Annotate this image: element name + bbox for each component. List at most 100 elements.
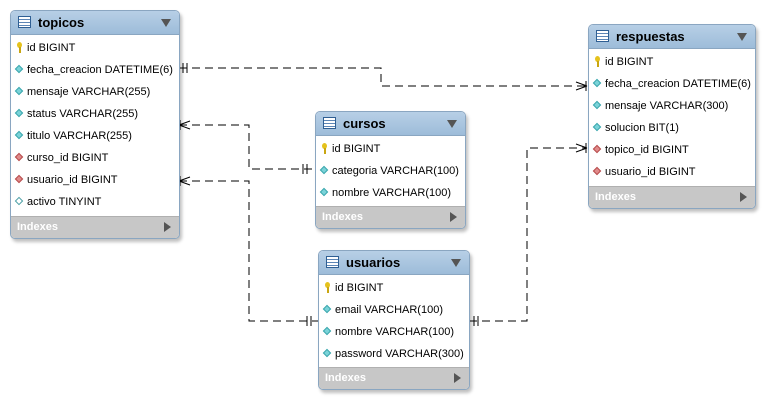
column-diamond-icon xyxy=(322,304,332,314)
table-icon xyxy=(596,30,609,42)
column-text: id BIGINT xyxy=(27,42,76,54)
column-row[interactable]: usuario_id BIGINT xyxy=(589,161,755,183)
column-text: status VARCHAR(255) xyxy=(27,108,139,120)
column-text: usuario_id BIGINT xyxy=(605,166,696,178)
column-text: solucion BIT(1) xyxy=(605,122,679,134)
indexes-section[interactable]: Indexes xyxy=(316,206,465,228)
column-diamond-icon xyxy=(319,187,329,197)
column-row[interactable]: id BIGINT xyxy=(316,138,465,160)
indexes-section[interactable]: Indexes xyxy=(589,186,755,208)
column-row[interactable]: fecha_creacion DATETIME(6) xyxy=(11,59,179,81)
collapse-arrow-icon[interactable] xyxy=(161,19,171,27)
column-diamond-icon xyxy=(592,100,602,110)
table-icon xyxy=(18,16,31,28)
column-text: mensaje VARCHAR(255) xyxy=(27,86,151,98)
table-header[interactable]: respuestas xyxy=(589,25,755,49)
table-header[interactable]: topicos xyxy=(11,11,179,35)
primary-key-icon xyxy=(17,42,22,53)
column-list: id BIGINT email VARCHAR(100)nombre VARCHA… xyxy=(319,275,469,365)
table-header[interactable]: cursos xyxy=(316,112,465,136)
nullable-column-diamond-icon xyxy=(14,196,24,206)
table-topicos[interactable]: topicos id BIGINT fecha_creacion DATETIME… xyxy=(10,10,180,239)
column-list: id BIGINT fecha_creacion DATETIME(6) mensa… xyxy=(11,35,179,213)
column-row[interactable]: mensaje VARCHAR(255) xyxy=(11,81,179,103)
column-diamond-icon xyxy=(14,86,24,96)
collapse-arrow-icon[interactable] xyxy=(737,33,747,41)
column-row[interactable]: categoria VARCHAR(100) xyxy=(316,160,465,182)
expand-arrow-icon[interactable] xyxy=(450,212,457,222)
column-row[interactable]: topico_id BIGINT xyxy=(589,139,755,161)
relationship-topicos-usuarios[interactable] xyxy=(178,176,318,326)
indexes-section[interactable]: Indexes xyxy=(11,216,179,238)
table-cursos[interactable]: cursos id BIGINT categoria VARCHAR(100) no… xyxy=(315,111,466,229)
column-list: id BIGINT fecha_creacion DATETIME(6) mensa… xyxy=(589,49,755,183)
column-text: id BIGINT xyxy=(335,282,384,294)
column-text: password VARCHAR(300) xyxy=(335,348,464,360)
crow-foot-many-marker xyxy=(575,143,588,153)
column-text: nombre VARCHAR(100) xyxy=(332,187,452,199)
column-row[interactable]: curso_id BIGINT xyxy=(11,147,179,169)
relationship-topicos-cursos[interactable] xyxy=(178,120,314,174)
table-icon xyxy=(326,256,339,268)
expand-arrow-icon[interactable] xyxy=(454,373,461,383)
table-usuarios[interactable]: usuarios id BIGINT email VARCHAR(100)nomb… xyxy=(318,250,470,390)
foreign-key-diamond-icon xyxy=(14,174,24,184)
column-row[interactable]: status VARCHAR(255) xyxy=(11,103,179,125)
column-text: curso_id BIGINT xyxy=(27,152,109,164)
primary-key-icon xyxy=(595,56,600,67)
column-diamond-icon xyxy=(322,326,332,336)
indexes-label: Indexes xyxy=(325,372,366,384)
foreign-key-diamond-icon xyxy=(592,144,602,154)
table-respuestas[interactable]: respuestas id BIGINT fecha_creacion DATET… xyxy=(588,24,756,209)
column-row[interactable]: nombre VARCHAR(100) xyxy=(316,182,465,204)
column-text: fecha_creacion DATETIME(6) xyxy=(605,78,751,90)
relationship-respuestas-usuarios[interactable] xyxy=(469,143,588,326)
column-row[interactable]: fecha_creacion DATETIME(6) xyxy=(589,73,755,95)
indexes-label: Indexes xyxy=(322,211,363,223)
foreign-key-diamond-icon xyxy=(592,166,602,176)
crow-foot-many-marker xyxy=(178,176,191,186)
table-title: topicos xyxy=(38,15,85,30)
primary-key-icon xyxy=(322,143,327,154)
column-text: titulo VARCHAR(255) xyxy=(27,130,132,142)
table-title: usuarios xyxy=(346,255,401,270)
relationship-respuestas-topicos[interactable] xyxy=(179,63,588,91)
column-row[interactable]: id BIGINT xyxy=(319,277,469,299)
crow-foot-many-marker xyxy=(178,120,191,130)
column-text: usuario_id BIGINT xyxy=(27,174,118,186)
one-marker xyxy=(302,164,308,174)
column-text: fecha_creacion DATETIME(6) xyxy=(27,64,173,76)
column-row[interactable]: activo TINYINT xyxy=(11,191,179,213)
column-row[interactable]: id BIGINT xyxy=(11,37,179,59)
column-row[interactable]: solucion BIT(1) xyxy=(589,117,755,139)
column-row[interactable]: nombre VARCHAR(100) xyxy=(319,321,469,343)
expand-arrow-icon[interactable] xyxy=(164,222,171,232)
column-row[interactable]: usuario_id BIGINT xyxy=(11,169,179,191)
table-header[interactable]: usuarios xyxy=(319,251,469,275)
expand-arrow-icon[interactable] xyxy=(740,192,747,202)
one-marker xyxy=(182,63,188,73)
table-title: respuestas xyxy=(616,29,685,44)
column-text: mensaje VARCHAR(300) xyxy=(605,100,729,112)
collapse-arrow-icon[interactable] xyxy=(451,259,461,267)
table-icon xyxy=(323,117,336,129)
column-text: topico_id BIGINT xyxy=(605,144,689,156)
column-diamond-icon xyxy=(14,108,24,118)
column-diamond-icon xyxy=(14,130,24,140)
column-diamond-icon xyxy=(592,78,602,88)
column-row[interactable]: mensaje VARCHAR(300) xyxy=(589,95,755,117)
column-text: categoria VARCHAR(100) xyxy=(332,165,459,177)
column-row[interactable]: id BIGINT xyxy=(589,51,755,73)
column-diamond-icon xyxy=(322,348,332,358)
column-diamond-icon xyxy=(319,165,329,175)
crow-foot-many-marker xyxy=(575,81,588,91)
primary-key-icon xyxy=(325,282,330,293)
column-row[interactable]: email VARCHAR(100) xyxy=(319,299,469,321)
column-row[interactable]: password VARCHAR(300) xyxy=(319,343,469,365)
collapse-arrow-icon[interactable] xyxy=(447,120,457,128)
indexes-section[interactable]: Indexes xyxy=(319,367,469,389)
column-diamond-icon xyxy=(592,122,602,132)
column-row[interactable]: titulo VARCHAR(255) xyxy=(11,125,179,147)
one-marker xyxy=(306,316,312,326)
column-text: activo TINYINT xyxy=(27,196,102,208)
